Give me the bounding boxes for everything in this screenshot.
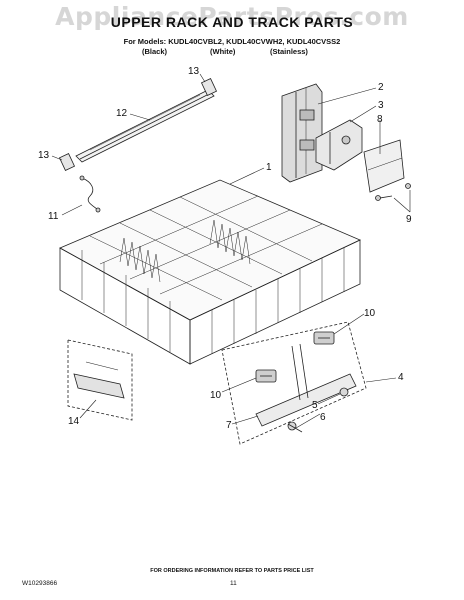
callout-10-lower: 10 [210,390,222,401]
page-number: 11 [230,580,237,587]
wheel-pin [287,387,349,433]
callout-3: 3 [378,100,384,111]
callout-12: 12 [116,108,128,119]
callout-13-upper: 13 [188,66,200,77]
models-line: For Models: KUDL40CVBL2, KUDL40CVWH2, KU… [123,37,341,46]
page-title: UPPER RACK AND TRACK PARTS [110,14,354,30]
upper-dish-rack [59,179,361,365]
document-id: W10293866 [22,580,58,587]
callout-4: 4 [398,372,404,383]
rack-handle [67,339,133,421]
rack-adjuster-assembly [221,321,367,445]
callout-14: 14 [68,416,80,427]
callout-7: 7 [226,420,232,431]
adjuster-cover [363,139,405,193]
callout-9: 9 [406,214,412,225]
watermark: AppliancePartsPros.com [55,2,409,31]
callout-6: 6 [320,412,326,423]
ordering-info-note: FOR ORDERING INFORMATION REFER TO PARTS … [150,568,314,574]
track-end-cap-upper [200,78,218,96]
callout-10-upper: 10 [364,308,376,319]
adjuster-arm [315,119,363,171]
roller-lower [255,369,277,383]
wire-clip [79,175,101,213]
callout-13-lower: 13 [38,150,50,161]
variant-black: (Black) [142,47,168,56]
screws [375,183,411,201]
rack-adjuster-housing [281,83,323,183]
variant-white: (White) [210,47,236,56]
variant-stainless: (Stainless) [270,47,308,56]
leader-lines [51,73,411,429]
callout-2: 2 [378,82,384,93]
callout-1: 1 [266,162,272,173]
track-rail [75,89,215,163]
callout-11: 11 [48,211,59,222]
track-end-cap-lower [58,153,76,171]
callout-8: 8 [377,114,383,125]
callout-5: 5 [312,400,318,411]
roller-upper [313,331,335,345]
